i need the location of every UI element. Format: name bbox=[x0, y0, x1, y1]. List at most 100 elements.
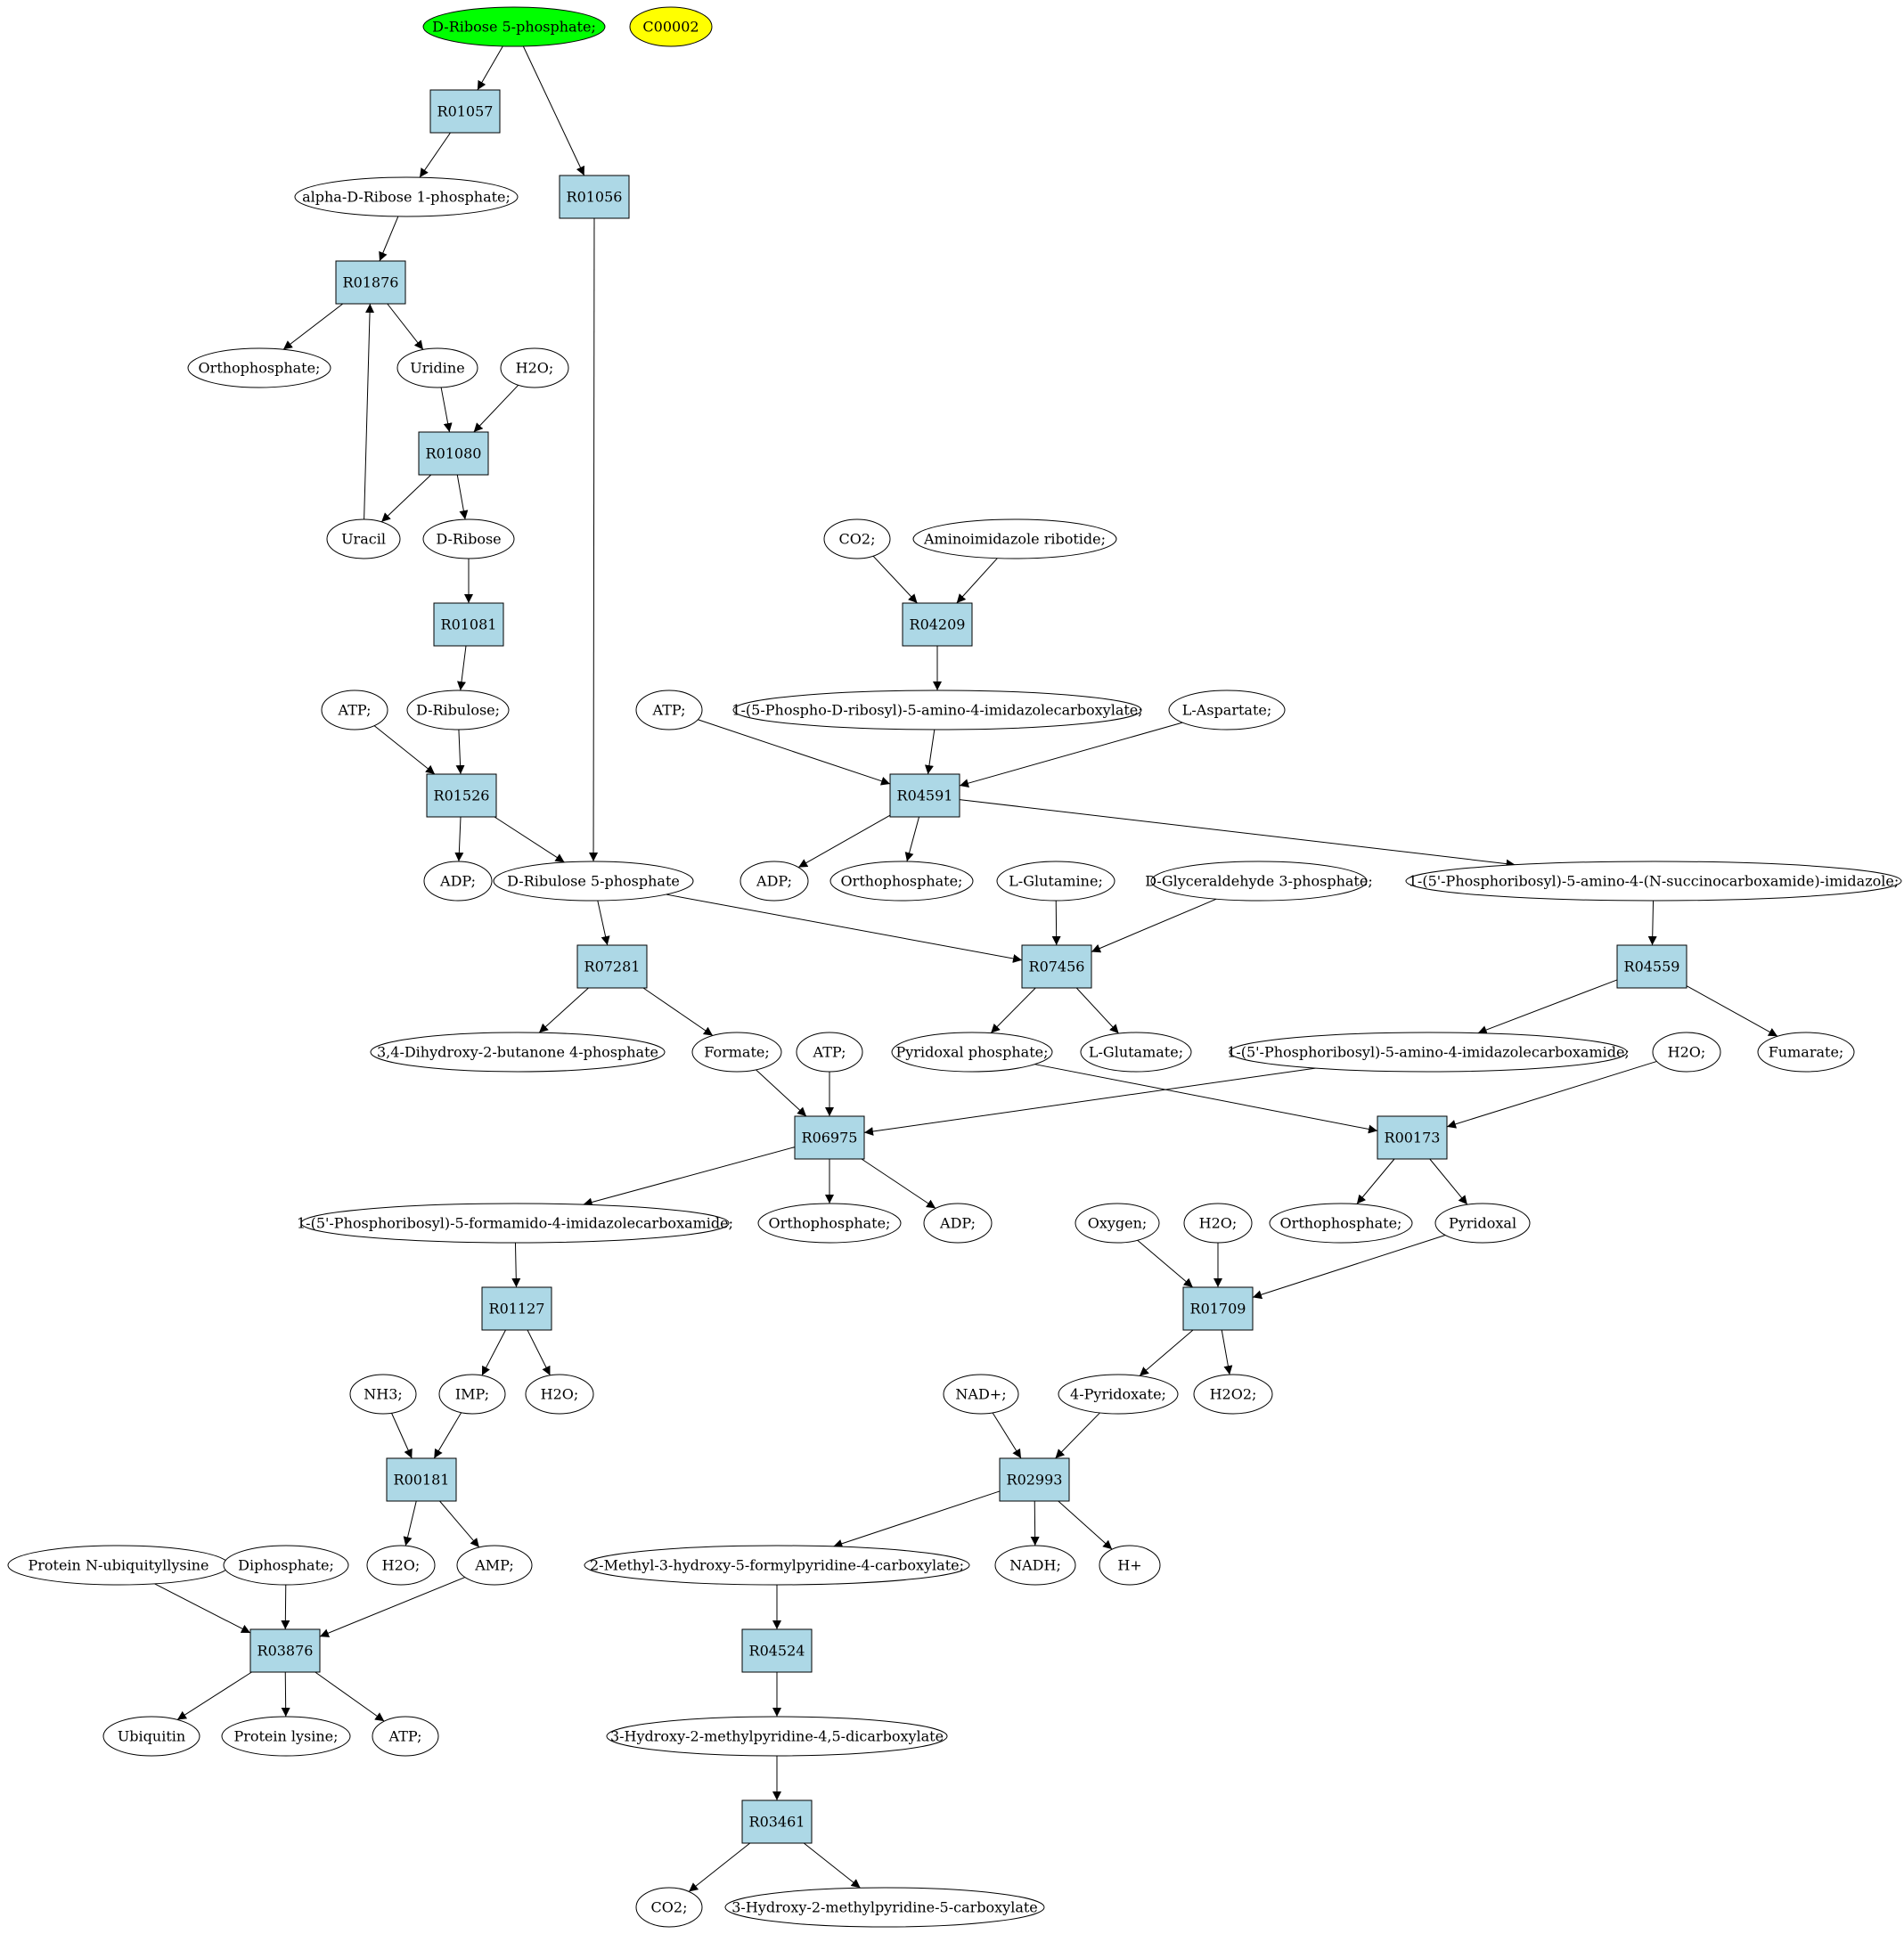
metabolite-node-hplus[interactable]: H+ bbox=[1099, 1545, 1161, 1586]
reaction-node-R01127[interactable]: R01127 bbox=[481, 1286, 552, 1331]
reaction-node-R00181[interactable]: R00181 bbox=[386, 1457, 457, 1502]
metabolite-node-atp3[interactable]: ATP; bbox=[796, 1032, 863, 1073]
metabolite-ellipse bbox=[406, 690, 510, 730]
edge-R04559-to-fumarate bbox=[1686, 985, 1778, 1037]
metabolite-node-atp2[interactable]: ATP; bbox=[635, 690, 703, 730]
metabolite-node-h2o5[interactable]: H2O; bbox=[366, 1545, 436, 1586]
metabolite-ellipse bbox=[635, 690, 703, 730]
node-label: ADP; bbox=[756, 873, 792, 890]
metabolite-node-g3p[interactable]: D-Glyceraldehyde 3-phosphate; bbox=[1145, 861, 1373, 902]
reaction-node-R01709[interactable]: R01709 bbox=[1182, 1286, 1254, 1331]
metabolite-node-hmpdc[interactable]: 3-Hydroxy-2-methylpyridine-4,5-dicarboxy… bbox=[606, 1716, 948, 1757]
edge-R00173-to-pyridoxal bbox=[1429, 1158, 1468, 1205]
metabolite-node-dhbp[interactable]: 3,4-Dihydroxy-2-butanone 4-phosphate bbox=[370, 1032, 666, 1073]
metabolite-node-h2o4[interactable]: H2O; bbox=[525, 1374, 594, 1415]
metabolite-node-pnub[interactable]: Protein N-ubiquityllysine bbox=[7, 1545, 230, 1586]
reaction-node-R07281[interactable]: R07281 bbox=[576, 944, 648, 989]
reaction-node-R01056[interactable]: R01056 bbox=[559, 175, 630, 219]
metabolite-node-ortho3[interactable]: Orthophosphate; bbox=[757, 1203, 902, 1244]
edge-R01081-to-dribulose bbox=[457, 645, 467, 691]
metabolite-node-co2a[interactable]: CO2; bbox=[823, 518, 891, 559]
metabolite-node-aicar[interactable]: 1-(5'-Phosphoribosyl)-5-amino-4-imidazol… bbox=[1227, 1032, 1630, 1073]
metabolite-node-uridine[interactable]: Uridine bbox=[396, 347, 478, 388]
reaction-node-R01526[interactable]: R01526 bbox=[426, 773, 497, 818]
metabolite-node-h2o3[interactable]: H2O; bbox=[1183, 1203, 1253, 1244]
reaction-node-R01057[interactable]: R01057 bbox=[429, 89, 501, 134]
metabolite-node-nh3[interactable]: NH3; bbox=[349, 1374, 417, 1415]
metabolite-node-saicar[interactable]: 1-(5'-Phosphoribosyl)-5-amino-4-(N-succi… bbox=[1405, 861, 1902, 902]
metabolite-node-asp[interactable]: L-Aspartate; bbox=[1168, 690, 1286, 730]
metabolite-node-adp3[interactable]: ADP; bbox=[923, 1203, 993, 1244]
reaction-node-R04559[interactable]: R04559 bbox=[1616, 944, 1687, 989]
metabolite-node-ubiquitin[interactable]: Ubiquitin bbox=[102, 1716, 200, 1757]
metabolite-node-uracil[interactable]: Uracil bbox=[326, 518, 401, 559]
edge-atp1-to-R01526 bbox=[373, 725, 436, 775]
node-label: 3-Hydroxy-2-methylpyridine-5-carboxylate bbox=[731, 1899, 1038, 1916]
metabolite-node-h2o2[interactable]: H2O; bbox=[1652, 1032, 1721, 1073]
metabolite-node-pyridoxate[interactable]: 4-Pyridoxate; bbox=[1058, 1374, 1179, 1415]
node-label: C00002 bbox=[642, 19, 699, 36]
metabolite-node-air[interactable]: Aminoimidazole ribotide; bbox=[912, 518, 1117, 559]
metabolite-node-pp[interactable]: Diphosphate; bbox=[223, 1545, 349, 1586]
metabolite-node-faicar[interactable]: 1-(5'-Phosphoribosyl)-5-formamido-4-imid… bbox=[297, 1203, 733, 1244]
metabolite-node-atp4[interactable]: ATP; bbox=[372, 1716, 439, 1757]
metabolite-node-nad[interactable]: NAD+; bbox=[943, 1374, 1019, 1415]
metabolite-node-adp1[interactable]: ADP; bbox=[423, 861, 493, 902]
metabolite-node-ortho1[interactable]: Orthophosphate; bbox=[187, 347, 331, 388]
metabolite-node-adp2[interactable]: ADP; bbox=[740, 861, 809, 902]
metabolite-node-imp[interactable]: IMP; bbox=[438, 1374, 506, 1415]
node-label: Uridine bbox=[410, 360, 464, 377]
metabolite-node-glu[interactable]: L-Glutamate; bbox=[1080, 1032, 1192, 1073]
metabolite-node-mhfpc[interactable]: 2-Methyl-3-hydroxy-5-formylpyridine-4-ca… bbox=[584, 1545, 970, 1586]
metabolite-ellipse bbox=[1080, 1032, 1192, 1073]
metabolite-node-co2b[interactable]: CO2; bbox=[635, 1887, 703, 1928]
metabolite-node-ribulose5p[interactable]: D-Ribulose 5-phosphate bbox=[493, 861, 694, 902]
metabolite-node-dribulose[interactable]: D-Ribulose; bbox=[406, 690, 510, 730]
metabolite-node-hmpc[interactable]: 3-Hydroxy-2-methylpyridine-5-carboxylate bbox=[724, 1887, 1045, 1928]
reaction-node-R04524[interactable]: R04524 bbox=[741, 1628, 813, 1673]
metabolite-node-nadh[interactable]: NADH; bbox=[994, 1545, 1076, 1586]
metabolite-ellipse bbox=[757, 1203, 902, 1244]
reaction-node-R02993[interactable]: R02993 bbox=[999, 1457, 1070, 1502]
metabolite-ellipse bbox=[1183, 1203, 1253, 1244]
reaction-node-R00173[interactable]: R00173 bbox=[1377, 1115, 1448, 1160]
reaction-node-R01080[interactable]: R01080 bbox=[418, 431, 489, 476]
metabolite-node-plp[interactable]: Pyridoxal phosphate; bbox=[891, 1032, 1053, 1073]
metabolite-ellipse bbox=[187, 347, 331, 388]
metabolite-node-ortho2[interactable]: Orthophosphate; bbox=[829, 861, 974, 902]
edge-gln-to-R07456 bbox=[1051, 900, 1061, 946]
metabolite-node-cair[interactable]: 1-(5-Phospho-D-ribosyl)-5-amino-4-imidaz… bbox=[731, 690, 1143, 730]
metabolite-node-h2o2b[interactable]: H2O2; bbox=[1193, 1374, 1273, 1415]
node-label: 1-(5'-Phosphoribosyl)-5-formamido-4-imid… bbox=[297, 1215, 733, 1232]
node-label: L-Glutamine; bbox=[1009, 873, 1103, 890]
metabolite-node-plys[interactable]: Protein lysine; bbox=[221, 1716, 351, 1757]
metabolite-node-ortho4[interactable]: Orthophosphate; bbox=[1269, 1203, 1413, 1244]
reaction-node-R03461[interactable]: R03461 bbox=[741, 1799, 813, 1844]
metabolite-ellipse bbox=[1405, 861, 1902, 902]
edge-R01876-to-ortho1 bbox=[282, 303, 344, 350]
reaction-node-R03876[interactable]: R03876 bbox=[249, 1628, 321, 1673]
reaction-box bbox=[902, 602, 973, 647]
reaction-node-R04209[interactable]: R04209 bbox=[902, 602, 973, 647]
metabolite-node-pyridoxal[interactable]: Pyridoxal bbox=[1434, 1203, 1531, 1244]
edge-R07281-to-dhbp bbox=[538, 987, 589, 1033]
reaction-node-R01081[interactable]: R01081 bbox=[433, 602, 504, 647]
metabolite-node-fumarate[interactable]: Fumarate; bbox=[1757, 1032, 1855, 1073]
metabolite-ellipse bbox=[422, 6, 606, 47]
reaction-node-R06975[interactable]: R06975 bbox=[794, 1115, 865, 1160]
metabolite-node-atp1[interactable]: ATP; bbox=[321, 690, 388, 730]
metabolite-node-c00002[interactable]: C00002 bbox=[629, 6, 713, 47]
reaction-node-R07456[interactable]: R07456 bbox=[1021, 944, 1092, 989]
metabolite-node-formate[interactable]: Formate; bbox=[691, 1032, 782, 1073]
edge-R01057-to-aribose1p bbox=[419, 132, 451, 178]
metabolite-node-oxygen[interactable]: Oxygen; bbox=[1075, 1203, 1160, 1244]
reaction-node-R04591[interactable]: R04591 bbox=[889, 773, 960, 818]
metabolite-node-aribose1p[interactable]: alpha-D-Ribose 1-phosphate; bbox=[294, 176, 519, 217]
reaction-node-R01876[interactable]: R01876 bbox=[335, 260, 406, 305]
metabolite-node-amp[interactable]: AMP; bbox=[456, 1545, 533, 1586]
metabolite-node-gln[interactable]: L-Glutamine; bbox=[996, 861, 1115, 902]
metabolite-node-dribose[interactable]: D-Ribose bbox=[422, 518, 515, 559]
metabolite-node-h2o1[interactable]: H2O; bbox=[500, 347, 569, 388]
edge-R01127-to-h2o4 bbox=[527, 1329, 551, 1376]
metabolite-node-ribose5p[interactable]: D-Ribose 5-phosphate; bbox=[422, 6, 606, 47]
